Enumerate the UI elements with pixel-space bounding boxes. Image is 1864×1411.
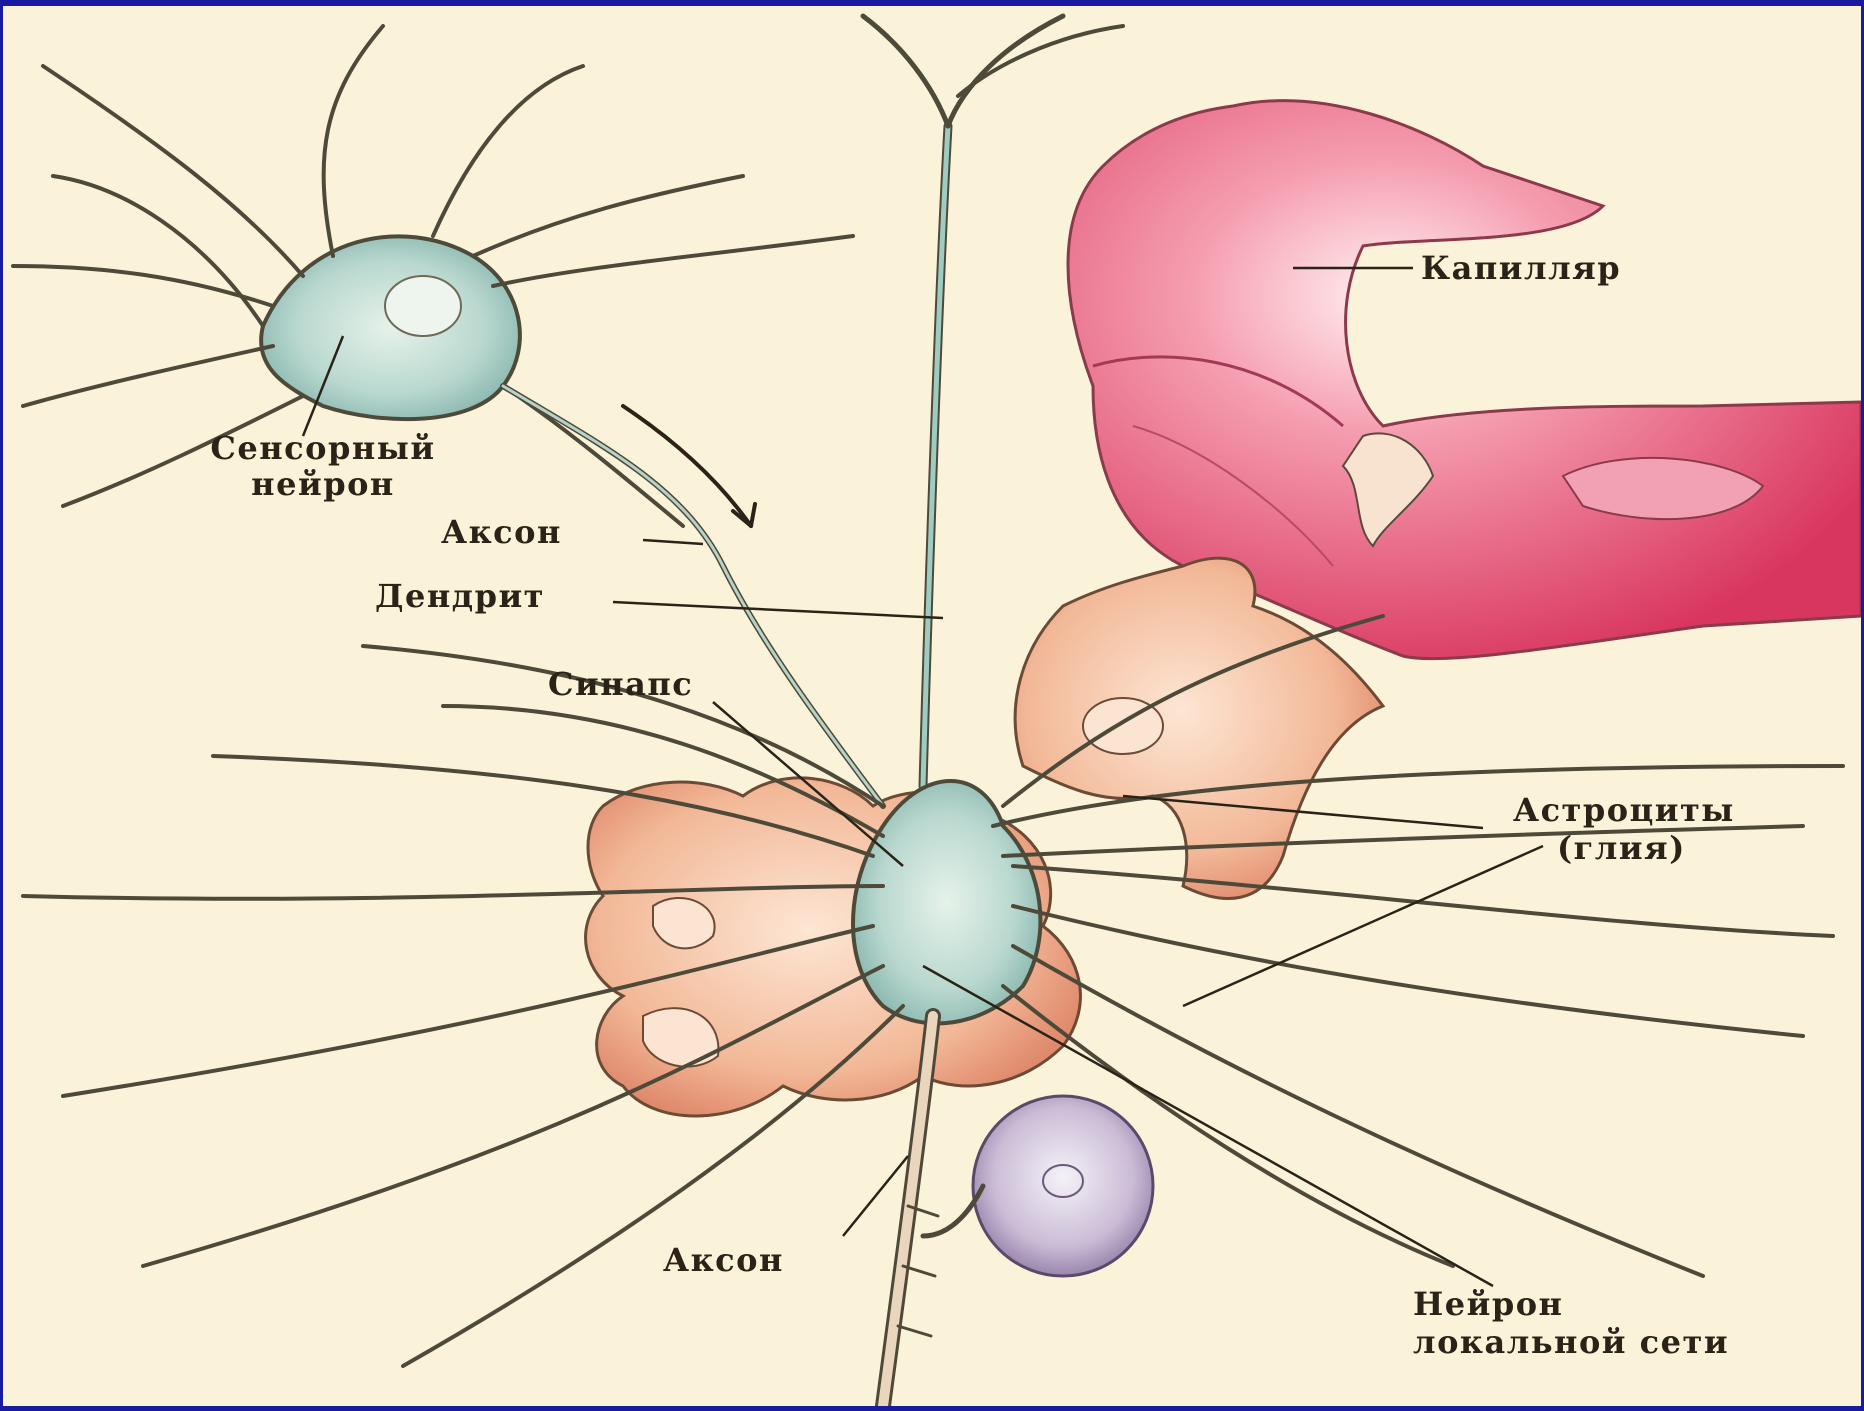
illustration-panel: Капилляр Сенсорный нейрон Аксон Дендрит …: [3, 6, 1861, 1406]
dendrite-label: Дендрит: [375, 578, 545, 614]
synapse-label: Синапс: [548, 666, 693, 702]
sensory-neuron-label-line1: Сенсорный: [183, 430, 463, 466]
astrocytes-label-line1: Астроциты: [1513, 792, 1735, 828]
axon-bottom-label: Аксон: [663, 1242, 784, 1278]
local-neuron-label-line1: Нейрон: [1413, 1286, 1563, 1322]
astrocytes-label-line2: (глия): [1557, 830, 1686, 866]
local-neuron-label-line2: локальной сети: [1413, 1324, 1729, 1360]
capillary-label: Капилляр: [1421, 250, 1621, 286]
local-network-neuron-body: [973, 1096, 1153, 1276]
axon-top-label: Аксон: [441, 514, 562, 550]
sensory-axon: [503, 386, 883, 806]
sensory-neuron-label-line2: нейрон: [183, 466, 463, 502]
signal-direction-arrow: [623, 406, 755, 526]
neuron-anatomy-diagram: [3, 6, 1861, 1406]
